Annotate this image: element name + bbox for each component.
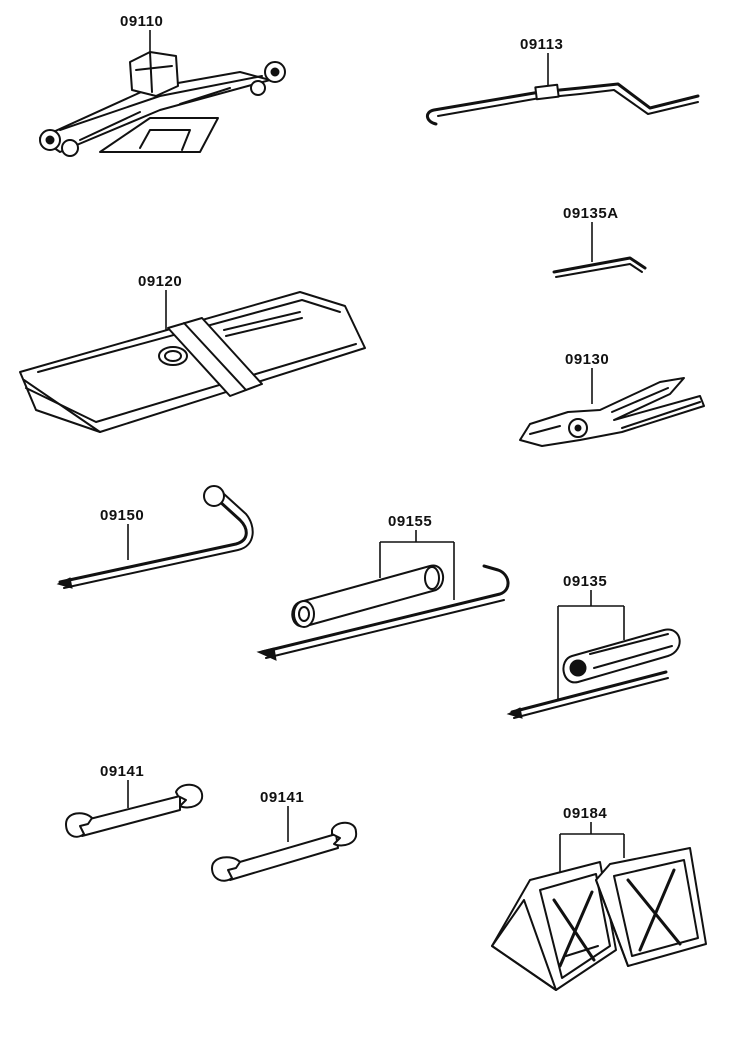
screwdriver-shaft [510, 670, 668, 714]
wrench-a: 09141 [65, 763, 204, 838]
screwdriver-handle [562, 628, 681, 684]
tool-bag: 09120 [19, 273, 366, 433]
label-tool-bag: 09120 [138, 273, 182, 290]
label-jack-handle: 09113 [520, 36, 563, 53]
wrench-a-shank [77, 795, 181, 837]
label-jack: 09110 [120, 13, 163, 30]
jack-saddle [129, 51, 179, 97]
socket-tube [291, 564, 445, 628]
jack-base [99, 117, 219, 153]
lug-wrench: 09150 [56, 485, 254, 589]
tool-bag-body [19, 291, 366, 433]
hex-key-body [552, 256, 647, 274]
wrench-b: 09141 [211, 789, 358, 882]
socket-bar-rod [260, 564, 510, 654]
label-socket-bar: 09155 [388, 513, 432, 530]
label-hex-key: 09135A [563, 205, 619, 222]
hex-key: 09135A [552, 205, 647, 278]
label-screwdriver: 09135 [563, 573, 607, 590]
pliers: 09130 [519, 351, 705, 447]
socket-bar: 09155 [256, 513, 510, 661]
screwdriver: 09135 [506, 573, 681, 719]
label-wheel-chocks: 09184 [563, 805, 607, 822]
lug-wrench-socket [203, 485, 225, 507]
label-pliers: 09130 [565, 351, 609, 368]
jack-handle: 09113 [426, 36, 700, 126]
label-wrench-a: 09141 [100, 763, 144, 780]
wrench-b-shank [225, 833, 339, 881]
jack: 09110 [39, 13, 286, 157]
label-wrench-b: 09141 [260, 789, 304, 806]
lug-wrench-bar [58, 498, 248, 584]
wheel-chocks: 09184 [491, 805, 707, 991]
label-lug-wrench: 09150 [100, 507, 144, 524]
jack-handle-rod [426, 82, 700, 126]
